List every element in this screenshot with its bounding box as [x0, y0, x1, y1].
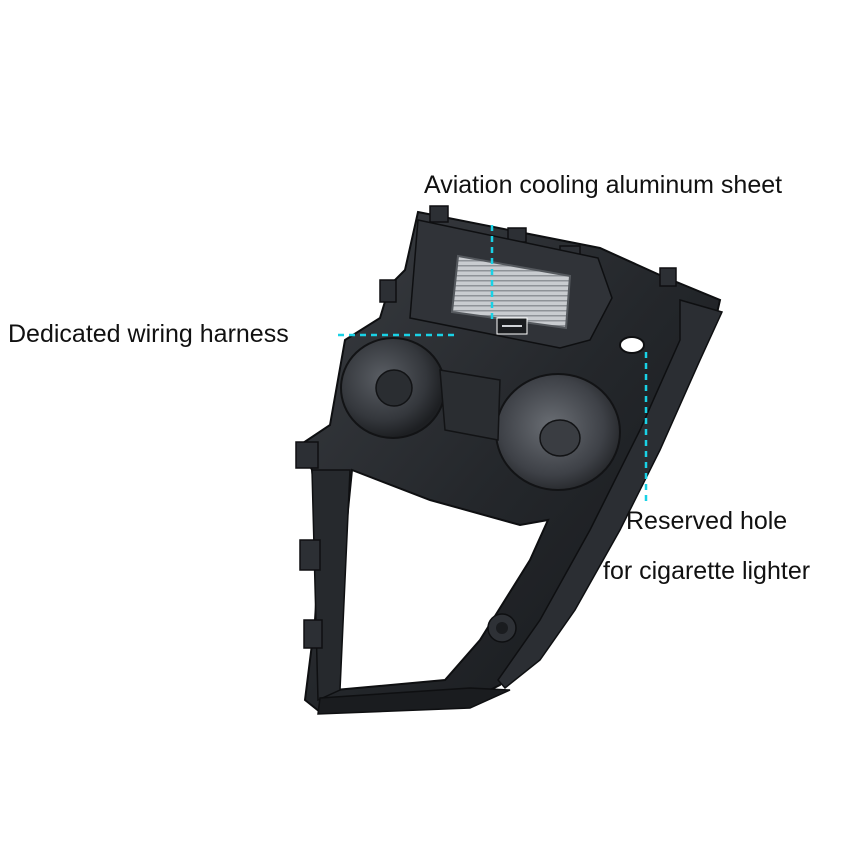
callout-reserved-hole-line1: Reserved hole [626, 507, 788, 535]
callout-wiring-harness: Dedicated wiring harness [8, 320, 289, 348]
callout-reserved-hole-line2: for cigarette lighter [603, 557, 811, 585]
callout-aviation-cooling-sheet: Aviation cooling aluminum sheet [424, 171, 783, 199]
console-part [295, 205, 724, 715]
